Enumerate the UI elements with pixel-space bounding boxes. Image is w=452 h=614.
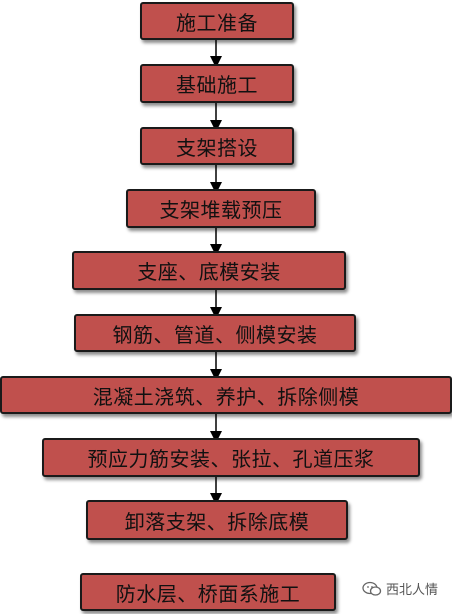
step-box-3: 支架搭设 bbox=[140, 127, 294, 165]
step-box-1: 施工准备 bbox=[140, 2, 294, 40]
step-box-7: 混凝土浇筑、养护、拆除侧模 bbox=[0, 376, 452, 414]
watermark: 西北人情 bbox=[362, 579, 438, 598]
watermark-text: 西北人情 bbox=[385, 583, 438, 598]
step-box-6: 钢筋、管道、侧模安装 bbox=[74, 314, 356, 352]
step-box-4: 支架堆载预压 bbox=[126, 189, 316, 228]
chat-bubble-icon bbox=[362, 581, 382, 596]
step-box-2: 基础施工 bbox=[140, 64, 294, 103]
step-box-10: 防水层、桥面系施工 bbox=[80, 573, 336, 611]
step-box-5: 支座、底模安装 bbox=[72, 251, 346, 290]
step-box-9: 卸落支架、拆除底模 bbox=[86, 500, 348, 540]
step-box-8: 预应力筋安装、张拉、孔道压浆 bbox=[42, 438, 420, 477]
